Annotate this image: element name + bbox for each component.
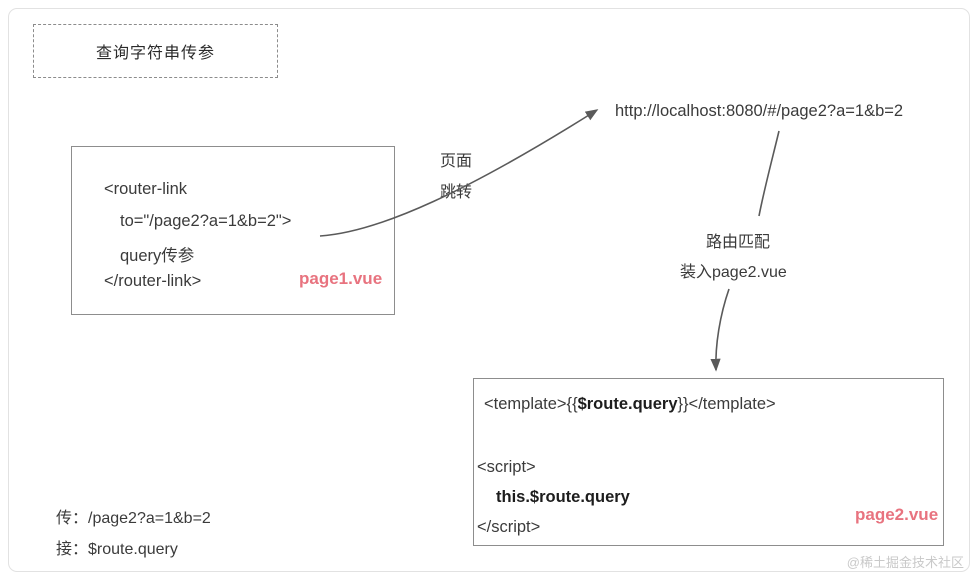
code-line-router-link-open: <router-link bbox=[104, 180, 187, 198]
summary-send-label: 传： bbox=[56, 510, 89, 527]
annotation-route-line2: 装入page2.vue bbox=[680, 264, 787, 281]
watermark: @稀土掘金技术社区 bbox=[846, 555, 964, 570]
page1-vue-label: page1.vue bbox=[299, 269, 383, 288]
code-line-this-route-query: this.$route.query bbox=[496, 488, 630, 507]
this-route-query-expression: this.$route.query bbox=[496, 488, 630, 506]
url-text: http://localhost:8080/#/page2?a=1&b=2 bbox=[615, 102, 904, 120]
page2-vue-label: page2.vue bbox=[855, 505, 939, 524]
code-line-to-attribute: to="/page2?a=1&b=2"> bbox=[120, 212, 292, 230]
annotation-route-line1: 路由匹配 bbox=[706, 234, 771, 251]
code-line-template: <template>{{$route.query}}</template> bbox=[484, 395, 776, 414]
summary-receive-label: 接： bbox=[56, 541, 89, 558]
page-title: 查询字符串传参 bbox=[95, 45, 215, 62]
annotation-jump-line2: 跳转 bbox=[440, 184, 473, 201]
summary-receive-value: $route.query bbox=[88, 541, 178, 558]
template-prefix: <template>{{ bbox=[484, 395, 578, 413]
code-line-script-open: <script> bbox=[477, 458, 536, 476]
summary-send: 传：/page2?a=1&b=2 bbox=[56, 504, 211, 528]
title-box: 查询字符串传参 bbox=[33, 24, 278, 78]
code-line-script-close: </script> bbox=[477, 518, 541, 536]
annotation-jump-line1: 页面 bbox=[440, 153, 473, 170]
summary-receive: 接：$route.query bbox=[56, 535, 178, 559]
code-line-query-text: query传参 bbox=[120, 247, 195, 265]
code-line-router-link-close: </router-link> bbox=[104, 272, 202, 290]
code-box-page2 bbox=[473, 378, 944, 546]
template-suffix: }}</template> bbox=[677, 395, 776, 413]
summary-send-value: /page2?a=1&b=2 bbox=[88, 510, 211, 527]
template-expression: $route.query bbox=[577, 395, 678, 413]
